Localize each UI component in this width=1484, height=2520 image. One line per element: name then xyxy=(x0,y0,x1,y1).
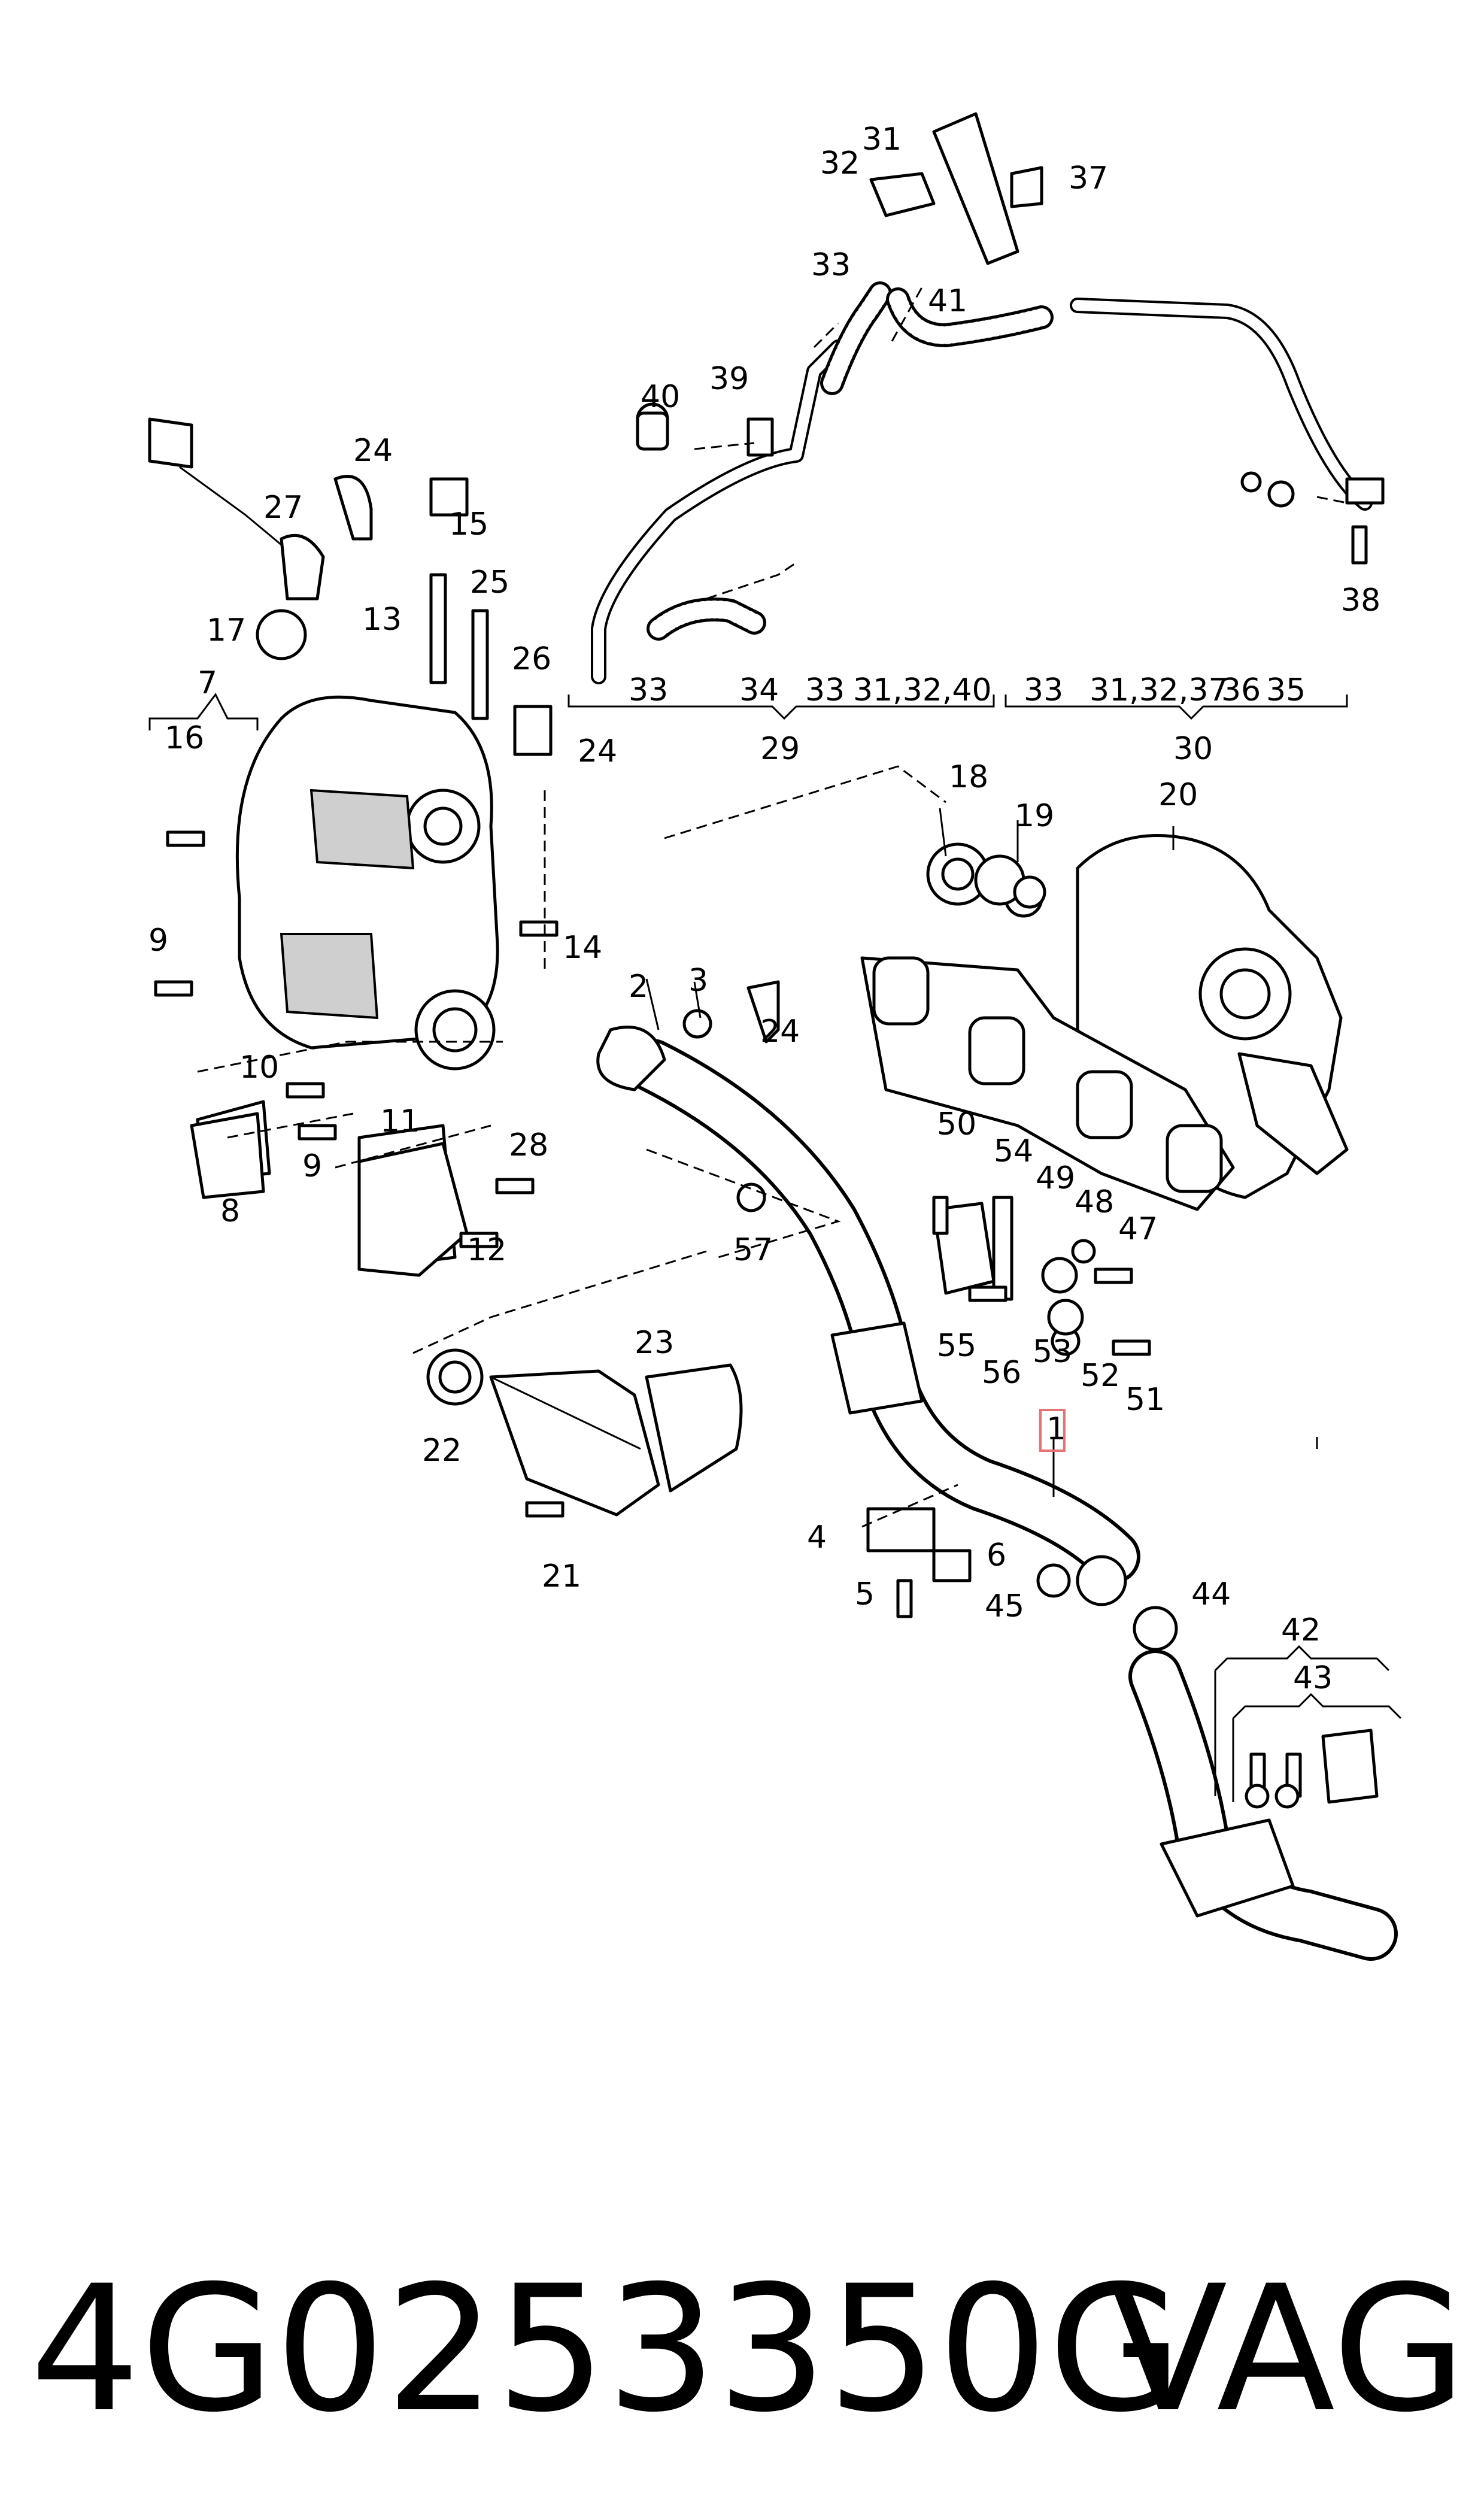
brackets xyxy=(190,1112,1013,1301)
callout-42: 42 xyxy=(1281,1612,1321,1648)
callout-32: 32 xyxy=(820,145,860,181)
callout-1: 1 xyxy=(1046,1411,1066,1447)
callout-group-31-32-37: 31,32,37 xyxy=(1090,672,1228,708)
callout-13: 13 xyxy=(362,602,402,638)
hardware-bolts xyxy=(154,475,1368,1809)
callout-35: 35 xyxy=(1266,672,1306,708)
callout-18: 18 xyxy=(949,759,988,795)
callout-5: 5 xyxy=(855,1576,875,1612)
callout-24a: 24 xyxy=(353,433,393,469)
callout-19: 19 xyxy=(1015,798,1054,834)
callout-11: 11 xyxy=(380,1103,420,1139)
callout-24b: 24 xyxy=(578,733,617,769)
callout-54: 54 xyxy=(994,1133,1033,1169)
callout-33d: 33 xyxy=(1024,672,1063,708)
callout-8: 8 xyxy=(220,1193,240,1229)
callout-23: 23 xyxy=(635,1325,674,1361)
callout-2: 2 xyxy=(629,969,648,1005)
callout-29: 29 xyxy=(760,731,800,767)
callout-24c: 24 xyxy=(760,1014,800,1050)
exhaust-pipe xyxy=(596,1026,1140,1606)
callout-45: 45 xyxy=(985,1588,1024,1624)
footer: 4G0253350G VAG xyxy=(30,2251,1467,2449)
callout-48: 48 xyxy=(1075,1184,1114,1220)
callout-9b: 9 xyxy=(302,1148,322,1184)
callout-41: 41 xyxy=(928,283,967,319)
callout-39: 39 xyxy=(709,361,749,397)
callout-7: 7 xyxy=(198,665,217,701)
callout-44: 44 xyxy=(1191,1576,1231,1612)
brand-name: VAG xyxy=(1109,2249,1467,2451)
callout-22: 22 xyxy=(422,1433,462,1469)
callout-36: 36 xyxy=(1221,672,1261,708)
exploded-parts-diagram: 1 2 3 4 5 6 7 8 9 9 10 11 12 13 14 15 16… xyxy=(148,112,1402,1961)
callout-20: 20 xyxy=(1158,777,1198,813)
callout-21: 21 xyxy=(542,1558,581,1594)
callout-17: 17 xyxy=(207,612,246,648)
egr-valve xyxy=(426,1348,743,1517)
callout-31: 31 xyxy=(862,122,902,157)
pressure-line-assembly xyxy=(591,112,1385,684)
callout-47: 47 xyxy=(1118,1211,1158,1247)
callout-30: 30 xyxy=(1173,731,1213,767)
callout-28: 28 xyxy=(509,1127,548,1163)
callout-25: 25 xyxy=(470,565,509,601)
turbocharger-right xyxy=(860,834,1349,1211)
callout-27: 27 xyxy=(263,490,303,526)
callout-49: 49 xyxy=(1036,1160,1075,1196)
callout-6: 6 xyxy=(987,1538,1006,1573)
callout-33b: 33 xyxy=(629,672,668,708)
callout-12: 12 xyxy=(467,1232,506,1268)
callout-15: 15 xyxy=(449,507,488,542)
callout-4: 4 xyxy=(807,1520,827,1555)
callout-56: 56 xyxy=(982,1355,1021,1391)
callout-group-31-32-40: 31,32,40 xyxy=(853,672,992,708)
callout-34: 34 xyxy=(739,672,779,708)
callout-10: 10 xyxy=(239,1050,279,1085)
callout-9a: 9 xyxy=(148,923,168,959)
callout-14: 14 xyxy=(563,930,602,966)
callout-50: 50 xyxy=(937,1106,976,1142)
callout-37: 37 xyxy=(1069,160,1108,196)
downstream-pipe xyxy=(1128,1606,1398,1961)
callout-33c: 33 xyxy=(805,672,845,708)
callout-33a: 33 xyxy=(811,247,851,283)
callout-51: 51 xyxy=(1125,1382,1165,1418)
callout-labels: 1 2 3 4 5 6 7 8 9 9 10 11 12 13 14 15 16… xyxy=(148,122,1380,1696)
callout-52: 52 xyxy=(1081,1358,1120,1394)
callout-38: 38 xyxy=(1341,583,1380,618)
leader-lines xyxy=(197,287,1348,1528)
callout-43: 43 xyxy=(1293,1660,1333,1696)
callout-53: 53 xyxy=(1033,1334,1072,1370)
callout-3: 3 xyxy=(688,963,708,999)
callout-57: 57 xyxy=(733,1232,773,1268)
callout-55: 55 xyxy=(937,1328,976,1364)
group-brackets xyxy=(148,693,1402,1802)
callout-1-highlight xyxy=(1039,1409,1066,1452)
callout-26: 26 xyxy=(512,641,551,677)
part-number: 4G0253350G xyxy=(30,2249,1183,2451)
callout-40: 40 xyxy=(641,379,680,415)
callout-16: 16 xyxy=(165,720,204,756)
